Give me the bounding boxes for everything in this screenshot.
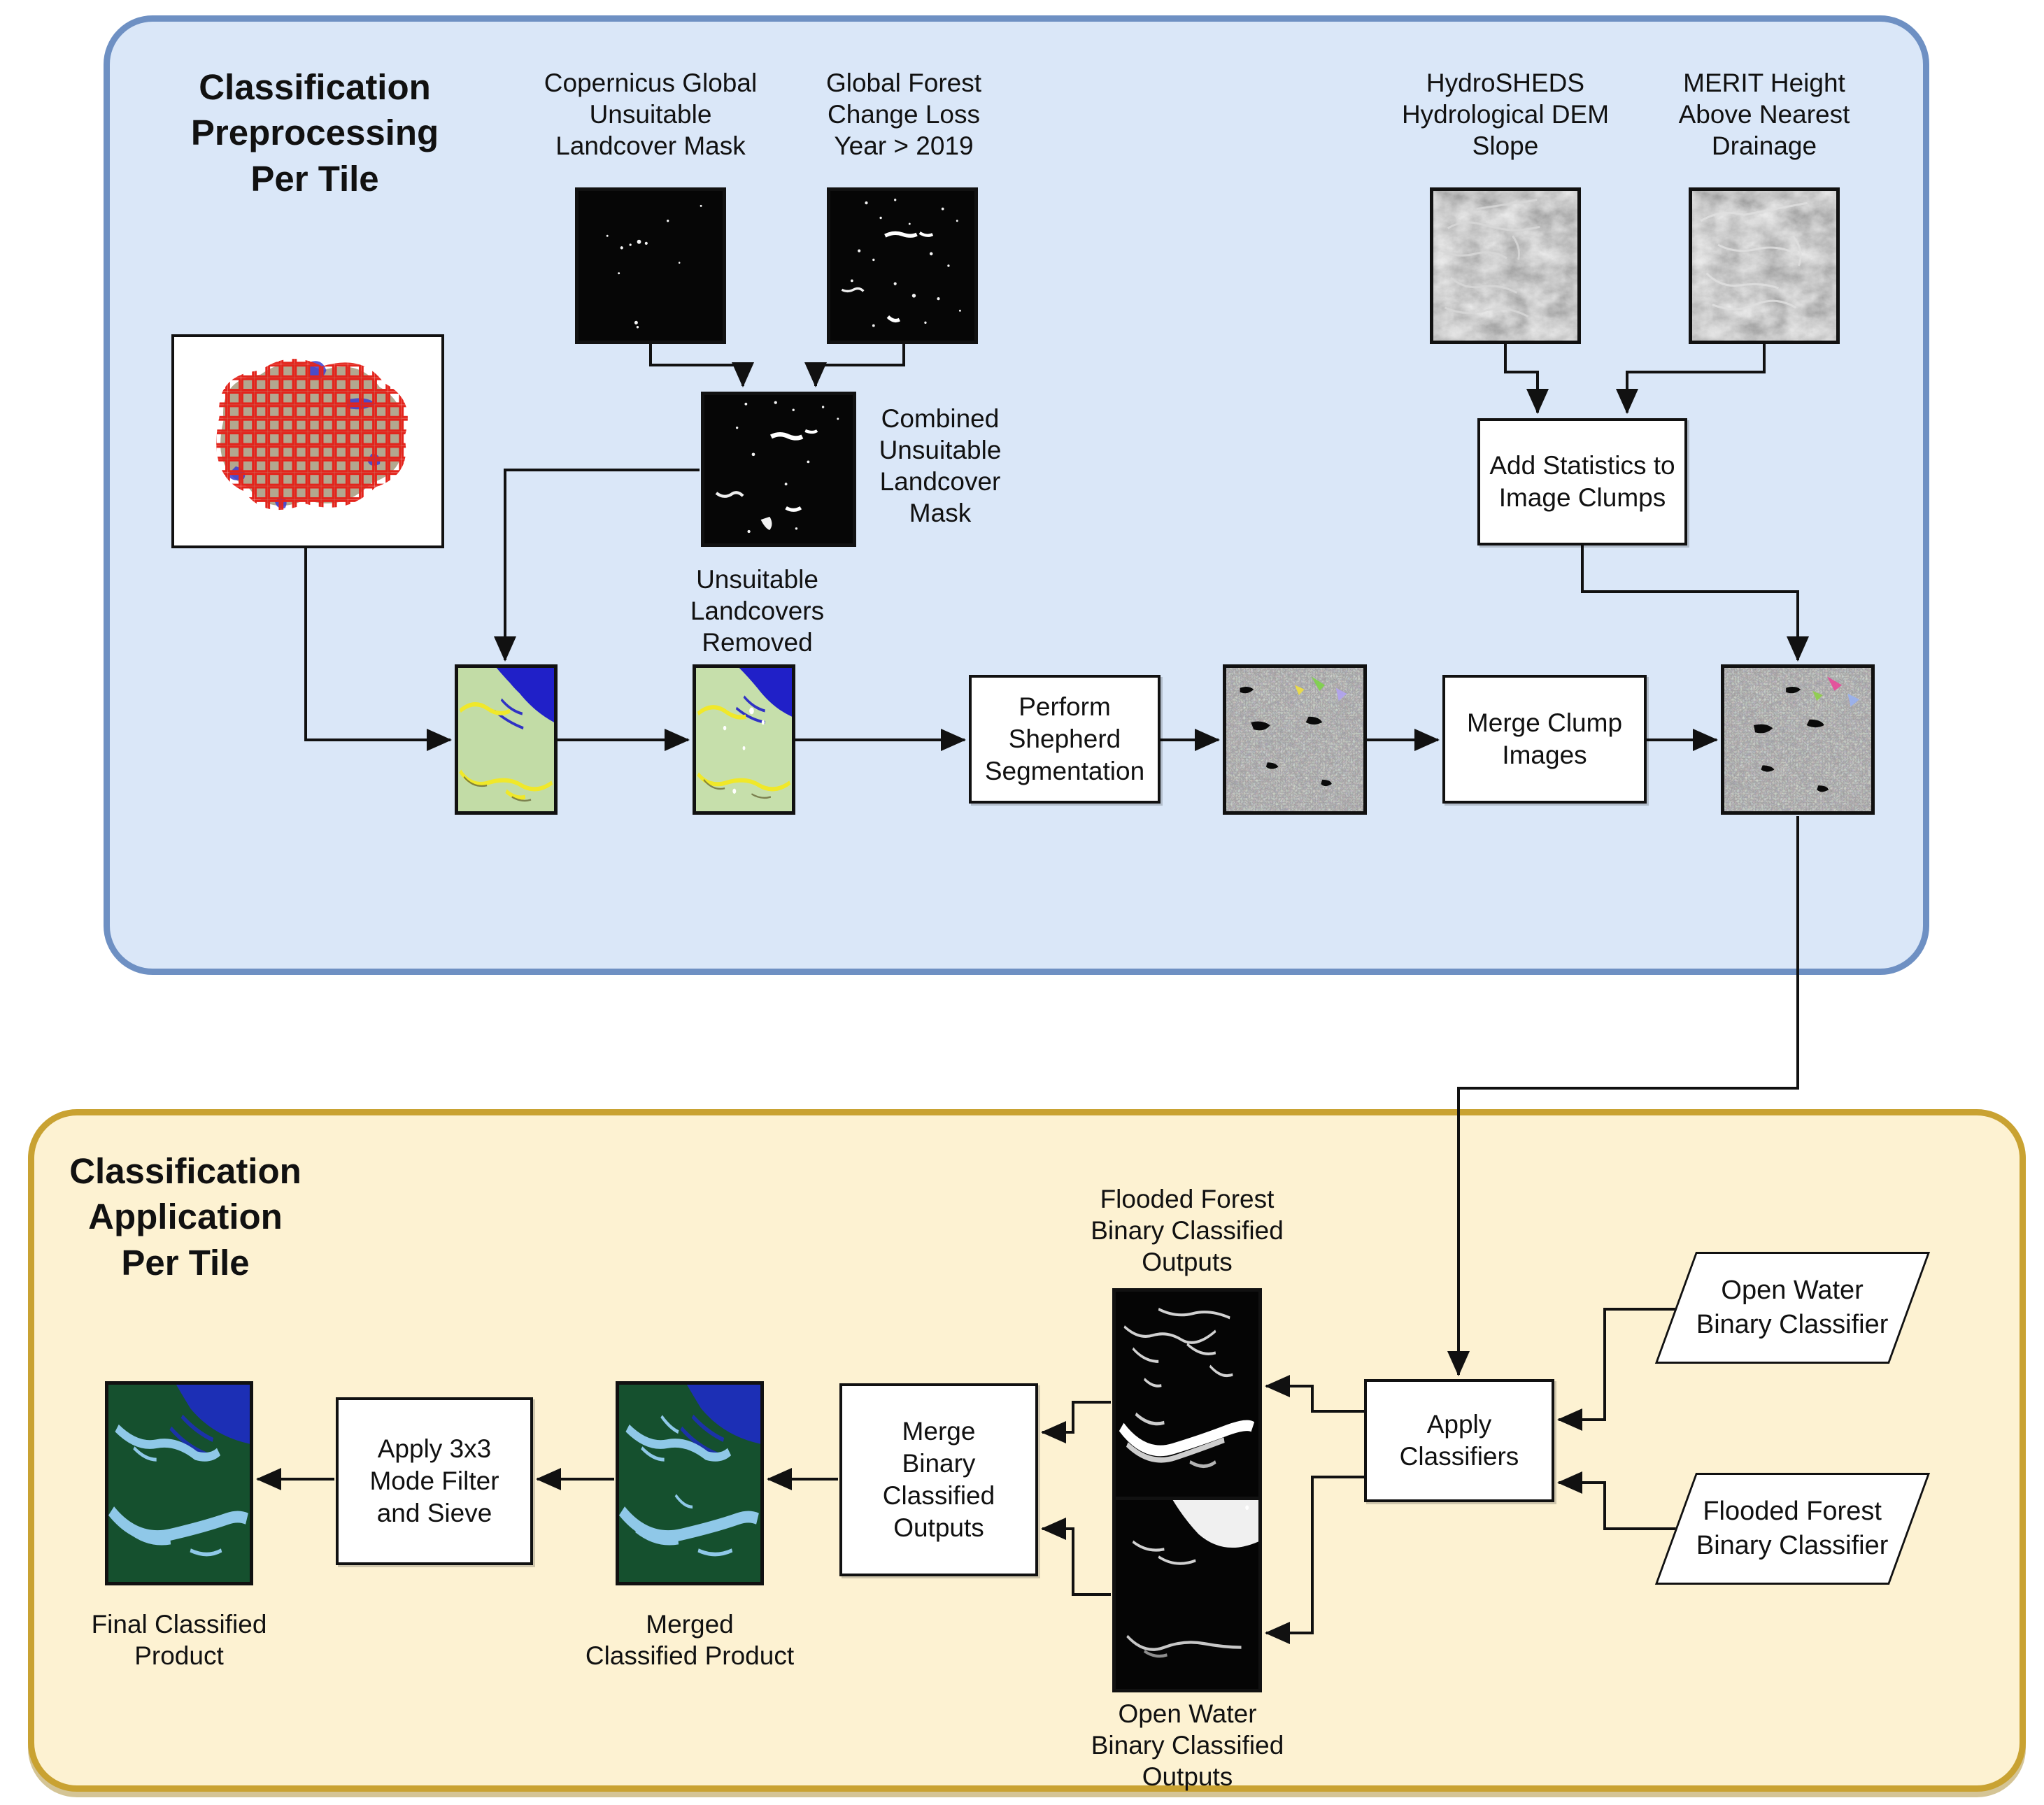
landcover-image-removed: [693, 664, 795, 815]
merit-label: MERIT Height Above Nearest Drainage: [1678, 69, 1850, 161]
clump-image-1: [1223, 664, 1367, 815]
merge-binary-box-label: Merge Binary Classified Outputs: [882, 1416, 995, 1543]
merge-binary-box: Merge Binary Classified Outputs: [839, 1383, 1038, 1576]
landcover-image-masked: [455, 664, 558, 815]
flooded-output-image: [1112, 1288, 1262, 1513]
apply-classifiers-box-label: Apply Classifiers: [1399, 1409, 1519, 1471]
merge-clump-box-label: Merge Clump Images: [1466, 708, 1623, 769]
apply-classifiers-box: Apply Classifiers: [1364, 1379, 1554, 1502]
combined-mask-label: Combined Unsuitable Landcover Mask: [879, 404, 1002, 528]
open-water-outputs-label: Open Water Binary Classified Outputs: [1091, 1699, 1284, 1792]
final-product-image: [105, 1381, 253, 1585]
merge-clump-box: Merge Clump Images: [1442, 675, 1647, 804]
mode-filter-box: Apply 3x3 Mode Filter and Sieve: [336, 1397, 533, 1565]
merged-product-label: Merged Classified Product: [585, 1610, 795, 1671]
flooded-outputs-label: Flooded Forest Binary Classified Outputs: [1091, 1185, 1284, 1277]
add-statistics-box: Add Statistics to Image Clumps: [1477, 418, 1687, 545]
unsuitable-removed-label: Unsuitable Landcovers Removed: [690, 565, 825, 657]
shepherd-segmentation-box: Perform Shepherd Segmentation: [969, 675, 1161, 804]
flooded-forest-classifier-node: Flooded Forest Binary Classifier: [1654, 1473, 1931, 1585]
clump-image-2: [1721, 664, 1875, 815]
open-water-classifier-label: Open Water Binary Classifier: [1696, 1275, 1889, 1339]
tile-grid-map-image: [171, 334, 444, 548]
copernicus-mask-label: Copernicus Global Unsuitable Landcover M…: [544, 69, 758, 161]
preprocessing-title: Classification Preprocessing Per Tile: [190, 67, 439, 199]
hydrosheds-image: [1430, 187, 1581, 344]
open-water-output-image: [1112, 1497, 1262, 1692]
hydrosheds-label: HydroSHEDS Hydrological DEM Slope: [1401, 69, 1610, 161]
final-product-label: Final Classified Product: [91, 1610, 267, 1671]
forest-change-label: Global Forest Change Loss Year > 2019: [825, 69, 982, 161]
forest-change-image: [827, 187, 978, 344]
combined-mask-image: [701, 392, 856, 547]
open-water-classifier-node: Open Water Binary Classifier: [1654, 1252, 1931, 1364]
copernicus-mask-image: [575, 187, 726, 344]
shepherd-segmentation-box-label: Perform Shepherd Segmentation: [984, 692, 1145, 786]
add-statistics-box-label: Add Statistics to Image Clumps: [1489, 450, 1675, 512]
mode-filter-box-label: Apply 3x3 Mode Filter and Sieve: [369, 1434, 499, 1528]
application-title: Classification Application Per Tile: [69, 1151, 301, 1283]
flooded-forest-classifier-label: Flooded Forest Binary Classifier: [1696, 1496, 1889, 1560]
merged-product-image: [616, 1381, 764, 1585]
merit-image: [1689, 187, 1840, 344]
